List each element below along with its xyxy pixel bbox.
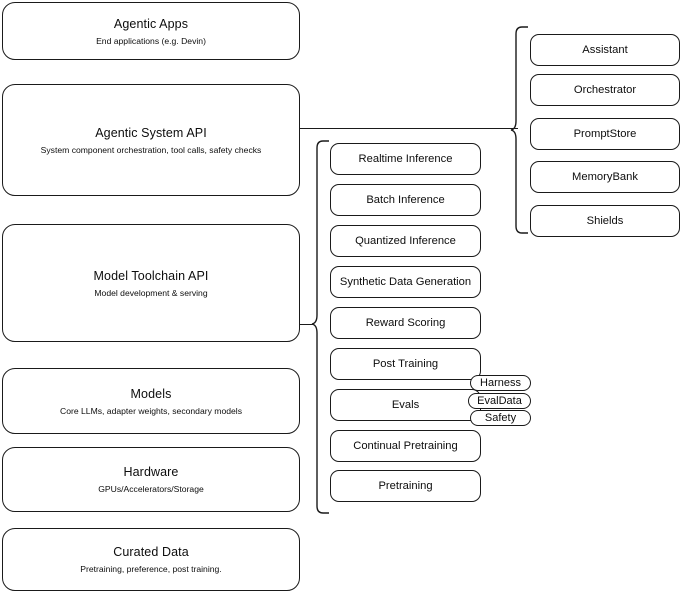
evals-subcomponent-safety[interactable]: Safety bbox=[470, 410, 531, 426]
evals-subcomponent-label: Safety bbox=[484, 412, 517, 424]
evals-subcomponent-label: EvalData bbox=[477, 395, 522, 407]
capability-label: Continual Pretraining bbox=[353, 440, 458, 452]
capability-label: Pretraining bbox=[378, 480, 433, 492]
capability-synthetic-data-generation[interactable]: Synthetic Data Generation bbox=[330, 266, 481, 298]
layer-subtitle: System component orchestration, tool cal… bbox=[40, 144, 262, 155]
brace-agentic-system-components bbox=[510, 26, 530, 234]
capability-label: Realtime Inference bbox=[358, 153, 453, 165]
stack-layer-hardware[interactable]: Hardware GPUs/Accelerators/Storage bbox=[2, 447, 300, 512]
capability-label: Quantized Inference bbox=[355, 235, 456, 247]
brace-toolchain-capabilities bbox=[311, 140, 331, 514]
layer-subtitle: GPUs/Accelerators/Storage bbox=[98, 484, 204, 494]
connector-agentic-system-to-components bbox=[300, 128, 518, 129]
connector-toolchain-to-capabilities bbox=[300, 324, 313, 325]
stack-layer-agentic-system-api[interactable]: Agentic System API System component orch… bbox=[2, 84, 300, 196]
agentic-component-label: Assistant bbox=[582, 44, 628, 56]
layer-subtitle: Core LLMs, adapter weights, secondary mo… bbox=[60, 405, 242, 416]
layer-title: Hardware bbox=[123, 465, 179, 479]
capability-realtime-inference[interactable]: Realtime Inference bbox=[330, 143, 481, 175]
layer-subtitle: Model development & serving bbox=[94, 287, 208, 298]
layer-title: Agentic Apps bbox=[113, 16, 189, 31]
agentic-component-label: PromptStore bbox=[573, 128, 637, 140]
capability-label: Reward Scoring bbox=[365, 317, 446, 329]
layer-title: Agentic System API bbox=[95, 125, 207, 140]
capability-label: Evals bbox=[391, 399, 420, 411]
evals-subcomponent-label: Harness bbox=[480, 377, 521, 389]
agentic-component-assistant[interactable]: Assistant bbox=[530, 34, 680, 66]
capability-pretraining[interactable]: Pretraining bbox=[330, 470, 481, 502]
capability-quantized-inference[interactable]: Quantized Inference bbox=[330, 225, 481, 257]
layer-subtitle: End applications (e.g. Devin) bbox=[96, 35, 206, 46]
capability-reward-scoring[interactable]: Reward Scoring bbox=[330, 307, 481, 339]
evals-subcomponent-harness[interactable]: Harness bbox=[470, 375, 531, 391]
stack-layer-models[interactable]: Models Core LLMs, adapter weights, secon… bbox=[2, 368, 300, 434]
capability-label: Synthetic Data Generation bbox=[339, 276, 472, 288]
capability-label: Post Training bbox=[372, 358, 439, 370]
agentic-component-label: Orchestrator bbox=[573, 84, 637, 96]
capability-post-training[interactable]: Post Training bbox=[330, 348, 481, 380]
capability-evals[interactable]: Evals bbox=[330, 389, 481, 421]
stack-layer-model-toolchain-api[interactable]: Model Toolchain API Model development & … bbox=[2, 224, 300, 342]
agentic-component-orchestrator[interactable]: Orchestrator bbox=[530, 74, 680, 106]
agentic-component-label: Shields bbox=[586, 215, 624, 227]
agentic-component-shields[interactable]: Shields bbox=[530, 205, 680, 237]
layer-title: Curated Data bbox=[113, 545, 189, 559]
agentic-component-label: MemoryBank bbox=[572, 171, 638, 183]
capability-label: Batch Inference bbox=[366, 194, 445, 206]
evals-subcomponent-evaldata[interactable]: EvalData bbox=[468, 393, 531, 409]
capability-continual-pretraining[interactable]: Continual Pretraining bbox=[330, 430, 481, 462]
agentic-component-promptstore[interactable]: PromptStore bbox=[530, 118, 680, 150]
stack-layer-curated-data[interactable]: Curated Data Pretraining, preference, po… bbox=[2, 528, 300, 591]
agentic-component-memorybank[interactable]: MemoryBank bbox=[530, 161, 680, 193]
stack-layer-agentic-apps[interactable]: Agentic Apps End applications (e.g. Devi… bbox=[2, 2, 300, 60]
capability-batch-inference[interactable]: Batch Inference bbox=[330, 184, 481, 216]
layer-title: Model Toolchain API bbox=[93, 268, 209, 283]
layer-subtitle: Pretraining, preference, post training. bbox=[80, 564, 222, 574]
layer-title: Models bbox=[130, 386, 172, 401]
